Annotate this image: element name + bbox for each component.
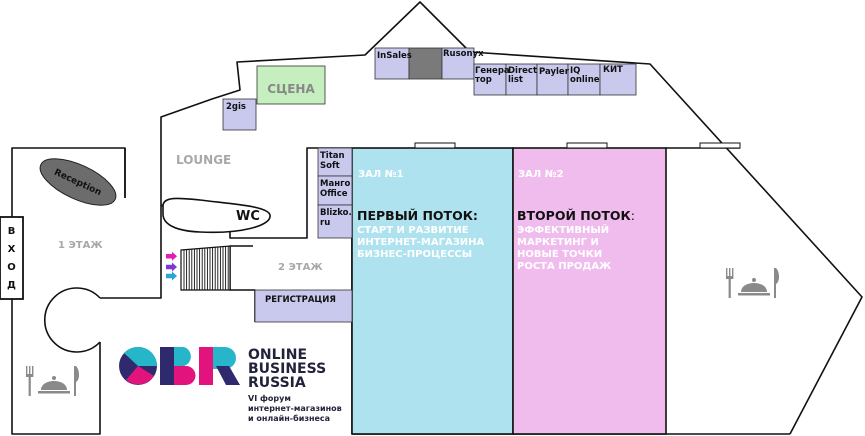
wall-stair-frame	[229, 245, 256, 322]
booth-center	[408, 47, 443, 80]
hall-2	[512, 147, 667, 435]
stage[interactable]	[256, 65, 326, 105]
booth-payler-label: Payler	[539, 67, 570, 77]
booth-kit-label: КИТ	[603, 65, 623, 75]
hall-1-title: ПЕРВЫЙ ПОТОК:	[357, 208, 478, 223]
lounge-label: LOUNGE	[176, 153, 231, 167]
stairs	[180, 245, 231, 291]
screen-2	[566, 142, 608, 149]
arrow-teal	[166, 271, 177, 281]
stage-label: СЦЕНА	[267, 82, 315, 96]
obr-logo: ONLINE BUSINESS RUSSIA VI форум интернет…	[119, 346, 342, 423]
floor-1-label: 1 ЭТАЖ	[58, 240, 103, 251]
booth-insales-label: InSales	[377, 51, 412, 61]
entrance-letter-2: Х	[8, 244, 16, 255]
screen-3	[699, 142, 741, 149]
floor-2-label: 2 ЭТАЖ	[278, 262, 323, 273]
entrance-letter-3: О	[7, 262, 16, 273]
top-booths	[374, 47, 637, 96]
hall-2-name: ЗАЛ №2	[518, 169, 564, 180]
booth-mango-label-2: Office	[320, 189, 348, 199]
wall-top	[160, 1, 863, 435]
logo-word-2: BUSINESS	[248, 361, 326, 377]
hall-2-title: ВТОРОЙ ПОТОК:	[517, 208, 635, 223]
booth-blizko[interactable]	[317, 204, 353, 239]
hall-1-name: ЗАЛ №1	[358, 169, 404, 180]
entrance-letter-1: В	[8, 226, 16, 237]
hall-2-line-3: НОВЫЕ ТОЧКИ	[517, 249, 602, 260]
logo-word-1: ONLINE	[248, 347, 307, 363]
registration-label: РЕГИСТРАЦИЯ	[265, 295, 336, 305]
hall-1	[351, 147, 514, 435]
booth-titansoft-label-2: Soft	[320, 161, 340, 171]
hall-2-title-colon: :	[631, 208, 635, 223]
arrow-pink	[166, 251, 177, 261]
hall-1-line-1: СТАРТ И РАЗВИТИЕ	[357, 225, 469, 236]
booth-generator-label-2: тор	[475, 75, 492, 85]
hall-2-line-2: МАРКЕТИНГ И	[517, 237, 599, 248]
hall-2-title-bold: ВТОРОЙ ПОТОК	[517, 208, 632, 223]
logo-sub-3: и онлайн-бизнеса	[248, 413, 330, 423]
booth-insales[interactable]	[374, 47, 410, 80]
wall-left-outer	[100, 206, 162, 299]
food-icon-2	[726, 268, 779, 298]
food-icon	[26, 366, 79, 396]
wc-label: WC	[236, 209, 260, 224]
screen-1	[414, 142, 456, 149]
logo-word-3: RUSSIA	[248, 375, 306, 391]
hall-1-line-2: ИНТЕРНЕТ-МАГАЗИНА	[357, 237, 485, 248]
booth-rusonyx-label: Rusonyx	[443, 49, 484, 59]
booth-iqonline[interactable]	[567, 63, 601, 96]
wc-room	[162, 197, 271, 234]
booth-mango-label-1: Манго	[320, 179, 351, 189]
booth-generator[interactable]	[473, 63, 507, 96]
hall-2-line-1: ЭФФЕКТИВНЫЙ	[517, 223, 609, 236]
booth-iqonline-label-2: online	[570, 75, 600, 85]
reception-desk[interactable]	[34, 149, 123, 214]
booth-blizko-label-1: Blizko.	[320, 208, 352, 218]
registration-desk[interactable]	[254, 289, 353, 323]
booth-directlist-label-2: list	[508, 75, 523, 85]
hall-2-line-4: РОСТА ПРОДАЖ	[517, 261, 612, 272]
booth-iqonline-label-1: IQ	[570, 66, 580, 76]
booth-rusonyx[interactable]	[441, 47, 475, 80]
booth-kit[interactable]	[599, 63, 637, 96]
booth-2gis[interactable]	[222, 98, 257, 131]
logo-sub-2: интернет-магазинов	[248, 404, 342, 413]
booth-2gis-label: 2gis	[226, 102, 246, 112]
booth-directlist-label-1: Direct	[508, 66, 537, 76]
booth-titansoft-label-1: Titan	[320, 151, 345, 161]
booth-titansoft[interactable]	[317, 147, 353, 177]
entrance-letter-4: Д	[7, 280, 16, 291]
arrow-purple	[166, 262, 177, 272]
booth-generator-label-1: Генера	[475, 66, 510, 76]
side-booths	[317, 147, 353, 239]
booth-blizko-label-2: ru	[320, 218, 330, 228]
obr-logo-mark	[119, 346, 240, 385]
wall-round-bay	[44, 287, 101, 353]
stair-arrows	[166, 251, 177, 281]
entrance[interactable]	[0, 216, 24, 300]
booth-mango[interactable]	[317, 175, 353, 206]
logo-sub-1: VI форум	[248, 394, 291, 403]
hall-1-line-3: БИЗНЕС-ПРОЦЕССЫ	[357, 249, 472, 260]
